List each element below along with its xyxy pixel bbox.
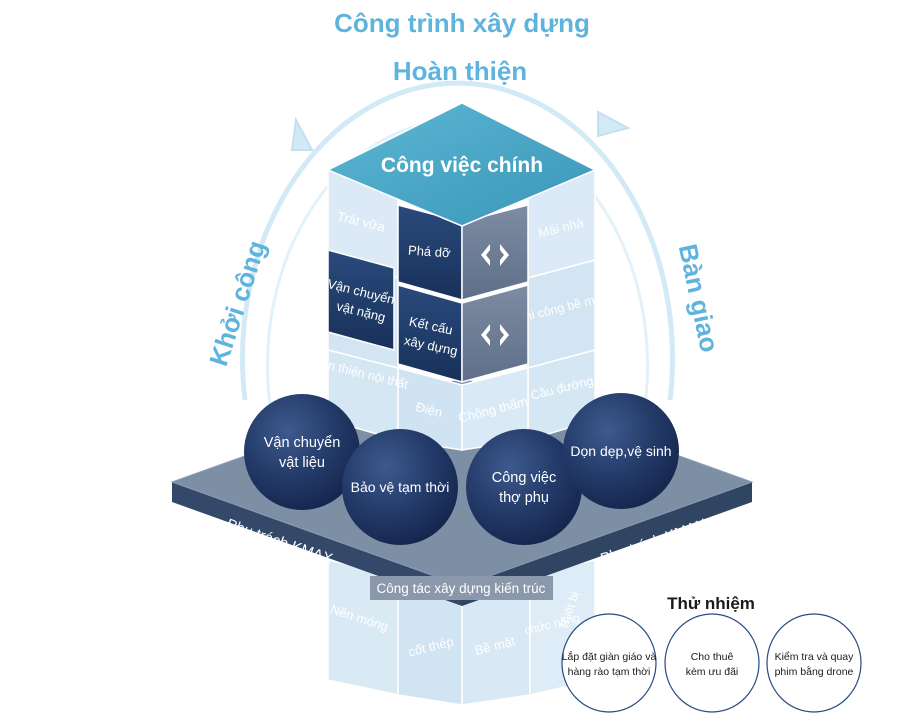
dark-blocks: Phá dỡ Vận chuyển vật nặng Kết cấu xây d… (326, 204, 529, 383)
platform-side-right (462, 482, 752, 606)
sphere-assistant-work-line1: Công việc (492, 470, 556, 486)
trial-item-rental-line1: Cho thuê (691, 651, 734, 663)
arrow-head-left (290, 116, 314, 151)
trial-section: Thử nhiệm Lắp đặt giàn giáo và hàng rào … (561, 594, 862, 713)
diamond-arrows-icon (481, 244, 509, 266)
trial-item-scaffolding-line1: Lắp đặt giàn giáo và (562, 650, 657, 663)
tower-top-label: Công việc chính (381, 154, 543, 177)
platform-side-left (172, 482, 462, 606)
sphere-cleaning-label: Dọn dẹp,vệ sinh (570, 443, 671, 459)
block-electric: Điện (414, 399, 444, 420)
sphere-assistant-work-line2: thợ phụ (499, 490, 549, 506)
tower-top: Công việc chính (326, 102, 597, 227)
sphere-material-transport-line1: Vận chuyển (264, 435, 341, 451)
cycle-label-top: Hoàn thiện (393, 56, 527, 86)
diamond-arrows-icon (481, 324, 509, 346)
trial-title: Thử nhiệm (667, 594, 755, 613)
block-demolition-label: Phá dỡ (408, 243, 452, 261)
trial-item-rental-line2: kèm ưu đãi (686, 666, 739, 678)
platform-center-label: Công tác xây dựng kiến trúc (377, 581, 546, 596)
sphere-assistant-work: Công việc thợ phụ (466, 429, 582, 545)
block-heavy-transport (327, 249, 395, 351)
cycle-title: Công trình xây dựng (334, 8, 590, 38)
cycle-ring (240, 80, 675, 406)
arrow-head-right (597, 110, 631, 138)
sphere-temporary-protection: Bảo vệ tạm thời (342, 429, 458, 545)
trial-item-drone-line1: Kiểm tra và quay (775, 651, 855, 663)
cycle-label-left: Khởi công (203, 237, 272, 370)
sphere-cleaning: Dọn dẹp,vệ sinh (563, 393, 679, 509)
cycle-label-right: Bàn giao (673, 241, 725, 355)
trial-item-drone: Kiểm tra và quay phim bằng drone (766, 613, 862, 713)
trial-item-drone-line2: phim bằng drone (775, 665, 854, 678)
sphere-material-transport: Vận chuyển vật liệu (244, 394, 360, 510)
platform-center-label-bg (370, 576, 553, 600)
spheres: Vận chuyển vật liệu Bảo vệ tạm thời Công… (244, 393, 679, 545)
sphere-temporary-protection-label: Bảo vệ tạm thời (351, 479, 450, 495)
trial-item-scaffolding-line2: hàng rào tạm thời (568, 666, 651, 678)
trial-item-scaffolding: Lắp đặt giàn giáo và hàng rào tạm thời (561, 613, 657, 713)
sphere-material-transport-line2: vật liệu (279, 455, 325, 471)
trial-item-rental: Cho thuê kèm ưu đãi (664, 613, 760, 713)
